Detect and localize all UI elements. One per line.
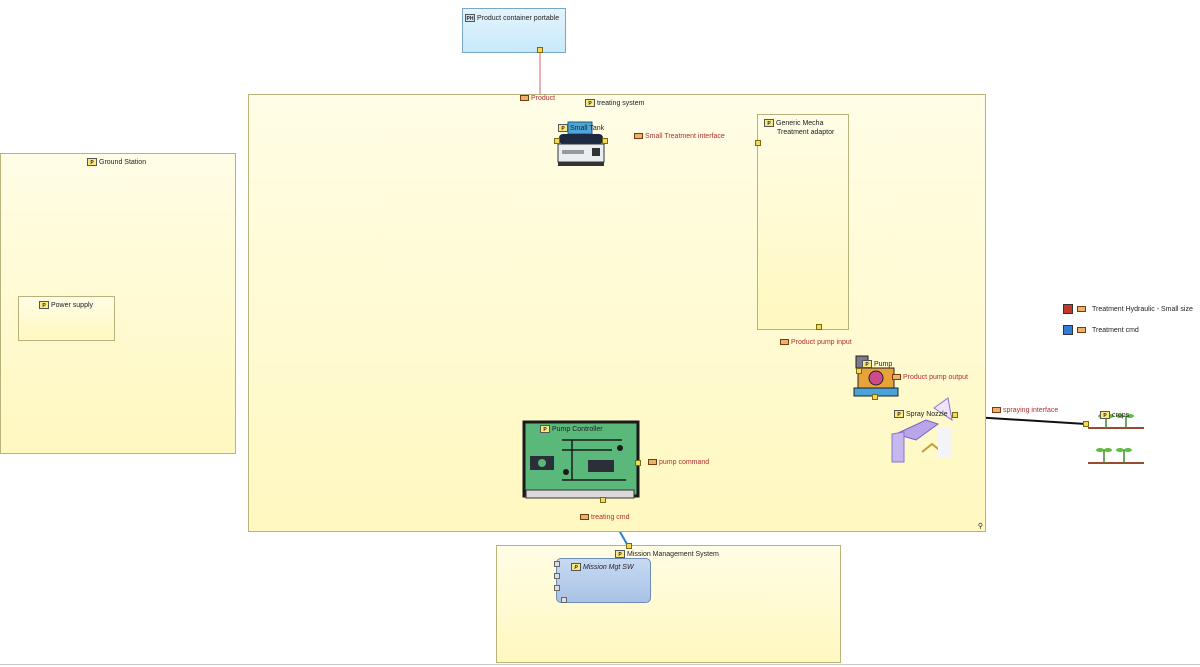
port[interactable] bbox=[952, 412, 958, 418]
exchange-tag-icon bbox=[648, 459, 657, 466]
part-tag-icon: P bbox=[39, 301, 49, 309]
port[interactable] bbox=[872, 394, 878, 400]
pump-controller-label: Pump Controller bbox=[552, 425, 603, 433]
port[interactable] bbox=[856, 368, 862, 374]
exchange-tag-icon bbox=[634, 133, 643, 140]
exchange-product-pump-input[interactable]: Product pump input bbox=[780, 339, 852, 346]
mission-sw-label: Mission Mgt SW bbox=[583, 563, 634, 571]
port[interactable] bbox=[554, 573, 560, 579]
spray-nozzle-label: Spray Nozzle bbox=[906, 410, 948, 418]
port[interactable] bbox=[626, 543, 632, 549]
port[interactable] bbox=[554, 561, 560, 567]
exchange-treating-cmd[interactable]: treating cmd bbox=[580, 514, 630, 521]
port[interactable] bbox=[816, 324, 822, 330]
product-container-label: Product container portable bbox=[477, 14, 560, 22]
cmd-legend-swatch bbox=[1063, 325, 1073, 335]
generic-mecha-label-2: Treatment adaptor bbox=[777, 129, 835, 136]
crops-label: crops bbox=[1112, 411, 1130, 419]
part-tag-icon: PH bbox=[465, 14, 475, 22]
port[interactable] bbox=[600, 497, 606, 503]
spray-nozzle-icon bbox=[891, 397, 953, 463]
legend-item-hydraulic: Treatment Hydraulic - Small size bbox=[1063, 304, 1193, 314]
canvas-bottom-edge bbox=[0, 664, 1200, 665]
port[interactable] bbox=[755, 140, 761, 146]
exchange-tag-icon bbox=[580, 514, 589, 521]
exchange-tag-icon bbox=[1077, 327, 1086, 333]
treating-system-label: treating system bbox=[597, 99, 645, 107]
tank-icon bbox=[557, 121, 605, 166]
port[interactable] bbox=[635, 460, 641, 466]
part-tag-icon: P bbox=[894, 410, 904, 418]
exchange-pump-command[interactable]: pump command bbox=[648, 459, 709, 466]
exchange-spraying-interface[interactable]: spraying interface bbox=[992, 407, 1058, 414]
exchange-tag-icon bbox=[780, 339, 789, 346]
legend-item-cmd: Treatment cmd bbox=[1063, 325, 1139, 335]
part-tag-icon: P bbox=[585, 99, 595, 107]
exchange-tag-icon bbox=[992, 407, 1001, 414]
exchange-small-treatment-interface[interactable]: Small Treatment interface bbox=[634, 133, 725, 140]
port[interactable] bbox=[561, 597, 567, 603]
part-tag-icon: P bbox=[1100, 411, 1110, 419]
hydraulic-legend-swatch bbox=[1063, 304, 1073, 314]
mission-management-label: Mission Management System bbox=[627, 550, 719, 558]
part-tag-icon: P bbox=[87, 158, 97, 166]
port[interactable] bbox=[537, 47, 543, 53]
small-tank-label: Small Tank bbox=[570, 124, 605, 132]
port[interactable] bbox=[602, 138, 608, 144]
lock-icon: ⚲ bbox=[977, 523, 983, 530]
pump-label: Pump bbox=[874, 360, 893, 368]
port[interactable] bbox=[554, 138, 560, 144]
port[interactable] bbox=[554, 585, 560, 591]
part-tag-icon: P bbox=[615, 550, 625, 558]
generic-mecha-label-1: Generic Mecha bbox=[776, 120, 824, 127]
ground-station-label: Ground Station bbox=[99, 158, 147, 166]
exchange-tag-icon bbox=[520, 95, 529, 102]
power-supply-label: Power supply bbox=[51, 301, 94, 309]
exchange-tag-icon bbox=[892, 374, 901, 381]
part-tag-icon: P bbox=[558, 124, 568, 132]
part-tag-icon: P bbox=[862, 360, 872, 368]
part-tag-icon: P bbox=[571, 563, 581, 571]
part-tag-icon: P bbox=[764, 119, 774, 128]
part-tag-icon: P bbox=[540, 425, 550, 433]
exchange-product[interactable]: Product bbox=[520, 95, 555, 102]
port[interactable] bbox=[1083, 421, 1089, 427]
circuit-board-icon bbox=[522, 420, 640, 499]
exchange-product-pump-output[interactable]: Product pump output bbox=[892, 374, 968, 381]
exchange-tag-icon bbox=[1077, 306, 1086, 312]
